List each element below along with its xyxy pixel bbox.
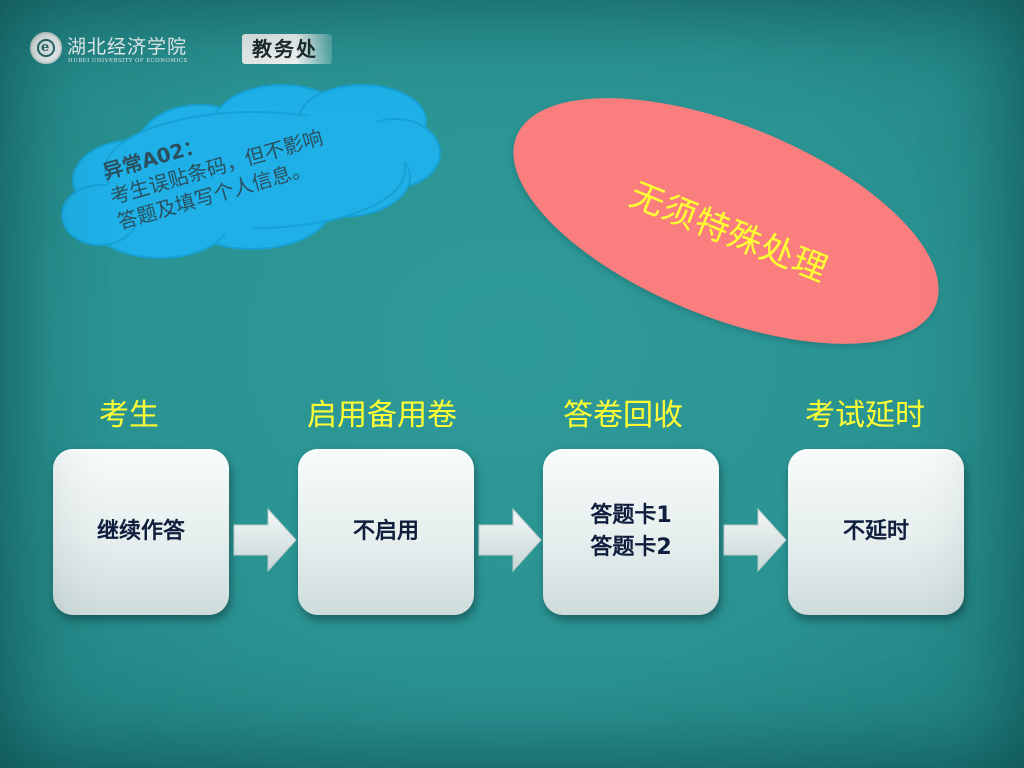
school-name-cn: 湖北经济学院 [67, 36, 188, 58]
stage-title-backup-paper: 启用备用卷 [307, 398, 457, 433]
flow-box-label: 不延时 [842, 519, 909, 544]
cloud-shape [61, 84, 441, 259]
stage-title-extension: 考试延时 [805, 398, 925, 433]
stage-title-candidate: 考生 [99, 398, 159, 433]
flow-box-label: 不启用 [352, 519, 419, 544]
flow-box-label: 继续作答 [96, 519, 185, 544]
department-label: 教务处 [252, 37, 318, 61]
flow-box-extension: 不延时 [788, 449, 964, 615]
flow-arrow-icon [233, 507, 297, 573]
school-header: e 湖北经济学院 HUBEI UNIVERSITY OF ECONOMICS 教… [30, 30, 350, 70]
flow-arrow-icon [723, 507, 787, 573]
flow-box-backup-paper: 不启用 [298, 449, 474, 615]
flow-box-candidate: 继续作答 [53, 449, 229, 615]
flow-box-collection: 答题卡1 答题卡2 [543, 449, 719, 615]
stage-title-collection: 答卷回收 [563, 398, 683, 433]
flow-box-label: 答题卡1 答题卡2 [590, 503, 672, 560]
flow-arrow-icon [478, 507, 542, 573]
school-name-en: HUBEI UNIVERSITY OF ECONOMICS [68, 58, 188, 64]
department-badge: 教务处 [242, 34, 332, 64]
school-seal-icon: e [30, 32, 62, 64]
